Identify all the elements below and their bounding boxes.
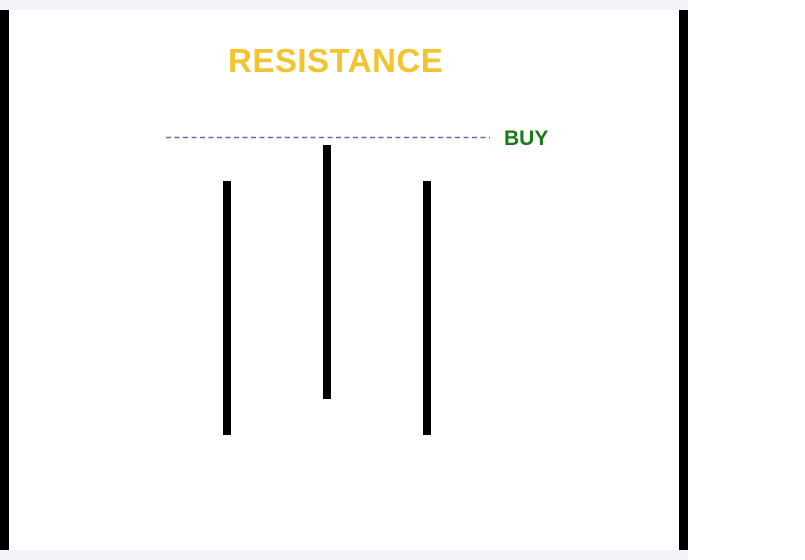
resistance-title: RESISTANCE xyxy=(228,42,444,79)
price-bar-right xyxy=(423,181,431,435)
bottom-edge xyxy=(0,550,688,560)
left-border xyxy=(0,10,9,550)
right-border xyxy=(679,10,688,550)
top-edge xyxy=(0,0,688,10)
price-bar-middle xyxy=(323,145,331,399)
price-bar-left xyxy=(223,181,231,435)
buy-label: BUY xyxy=(504,127,549,150)
